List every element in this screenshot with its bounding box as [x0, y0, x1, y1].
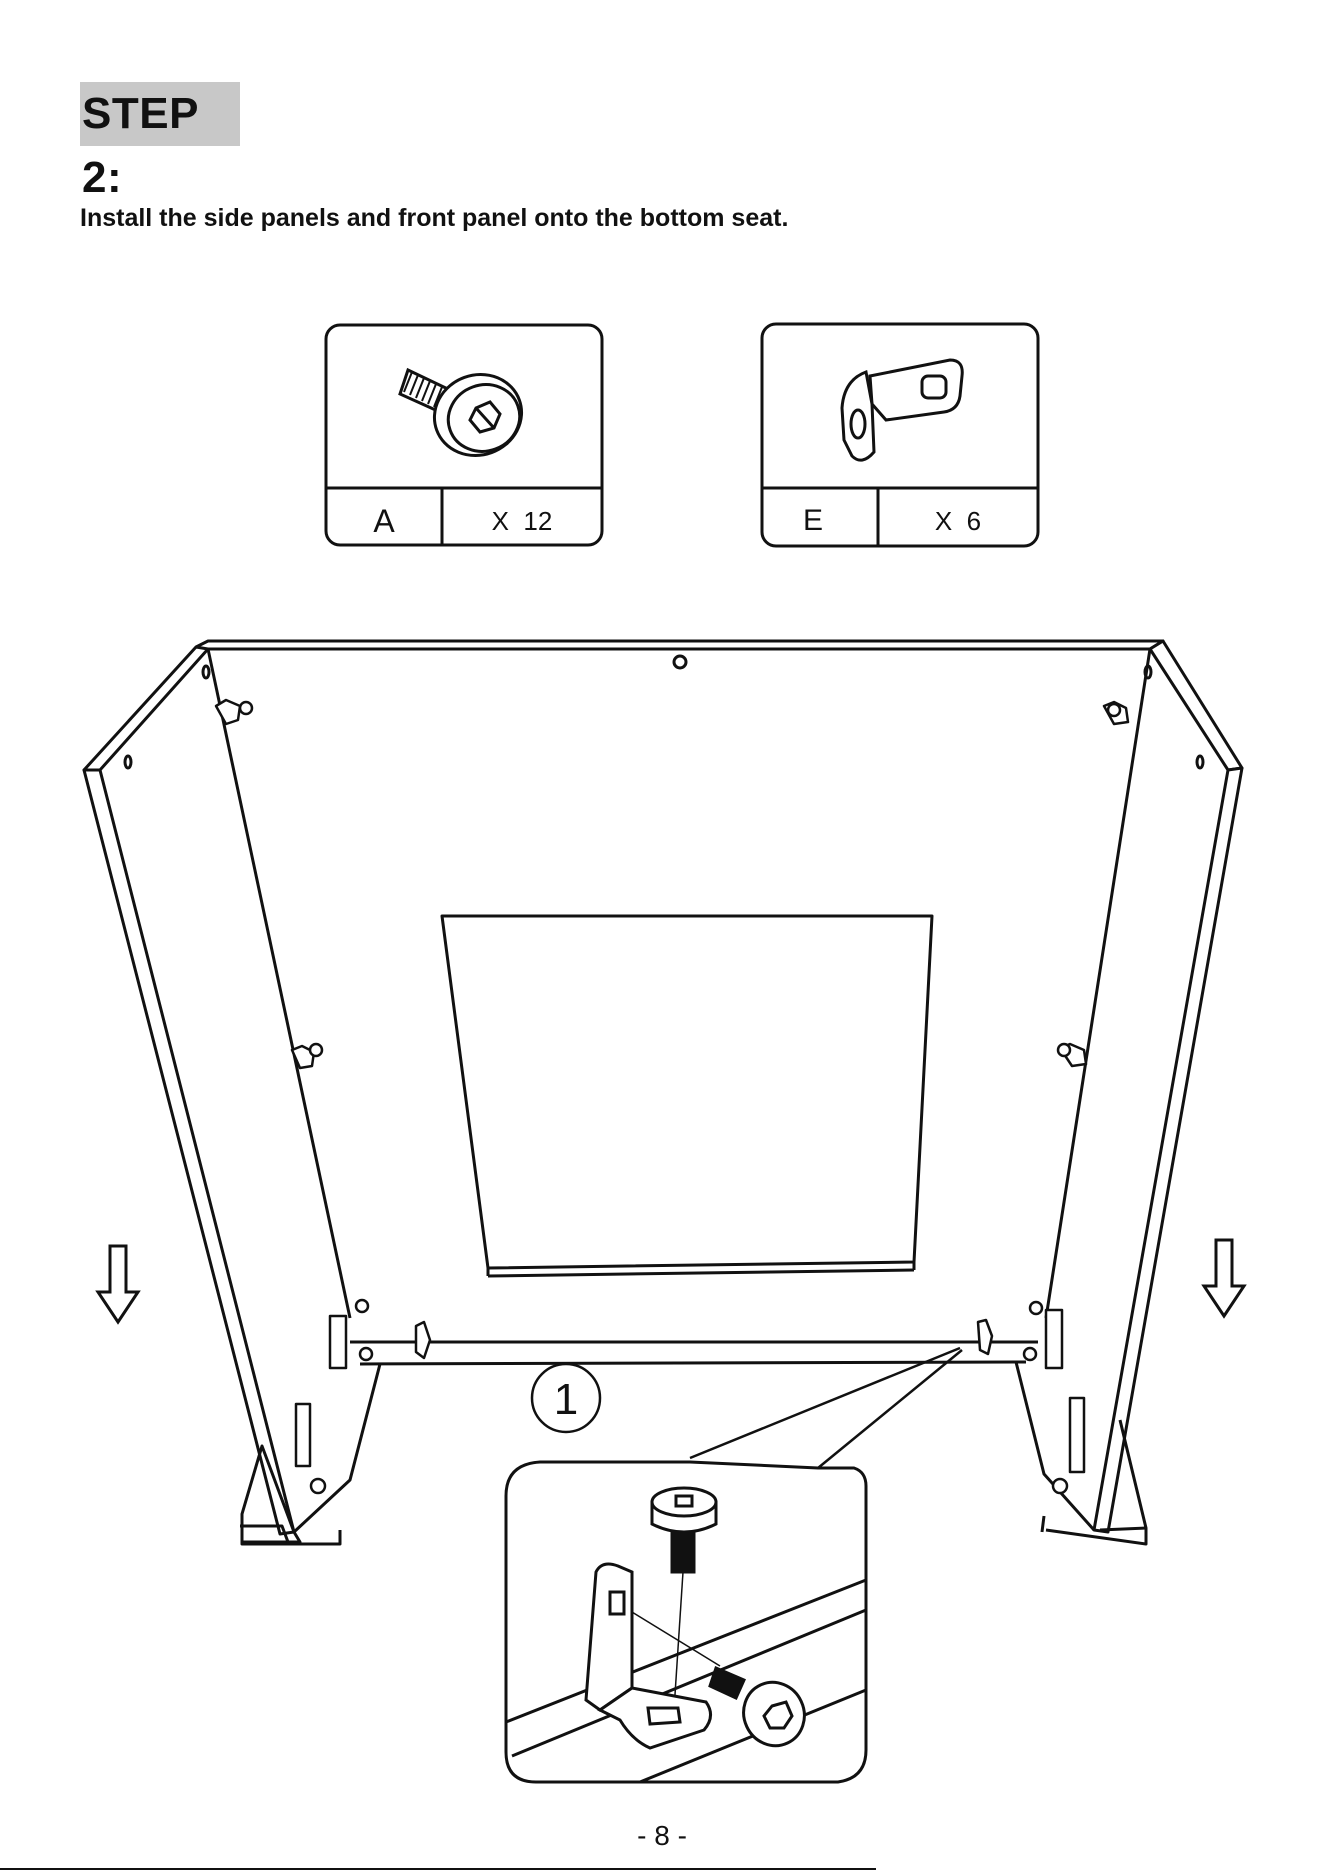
cabinet-assembly-diagram: [84, 641, 1242, 1544]
part-a-qty: X 12: [492, 506, 553, 536]
part-e-qty: X 6: [935, 506, 981, 536]
l-bracket-icon: [842, 360, 962, 460]
part-e-code: E: [803, 504, 823, 537]
bottom-rule: [0, 1868, 876, 1870]
part-a-code: A: [373, 503, 395, 539]
down-arrow-icon-left: [98, 1246, 138, 1322]
detail-inset: [506, 1462, 866, 1782]
hex-socket-screw-icon: [400, 362, 533, 467]
callout-number: 1: [554, 1375, 578, 1424]
page-number: - 8 -: [0, 1820, 1324, 1852]
down-arrow-icon-right: [1204, 1240, 1244, 1316]
